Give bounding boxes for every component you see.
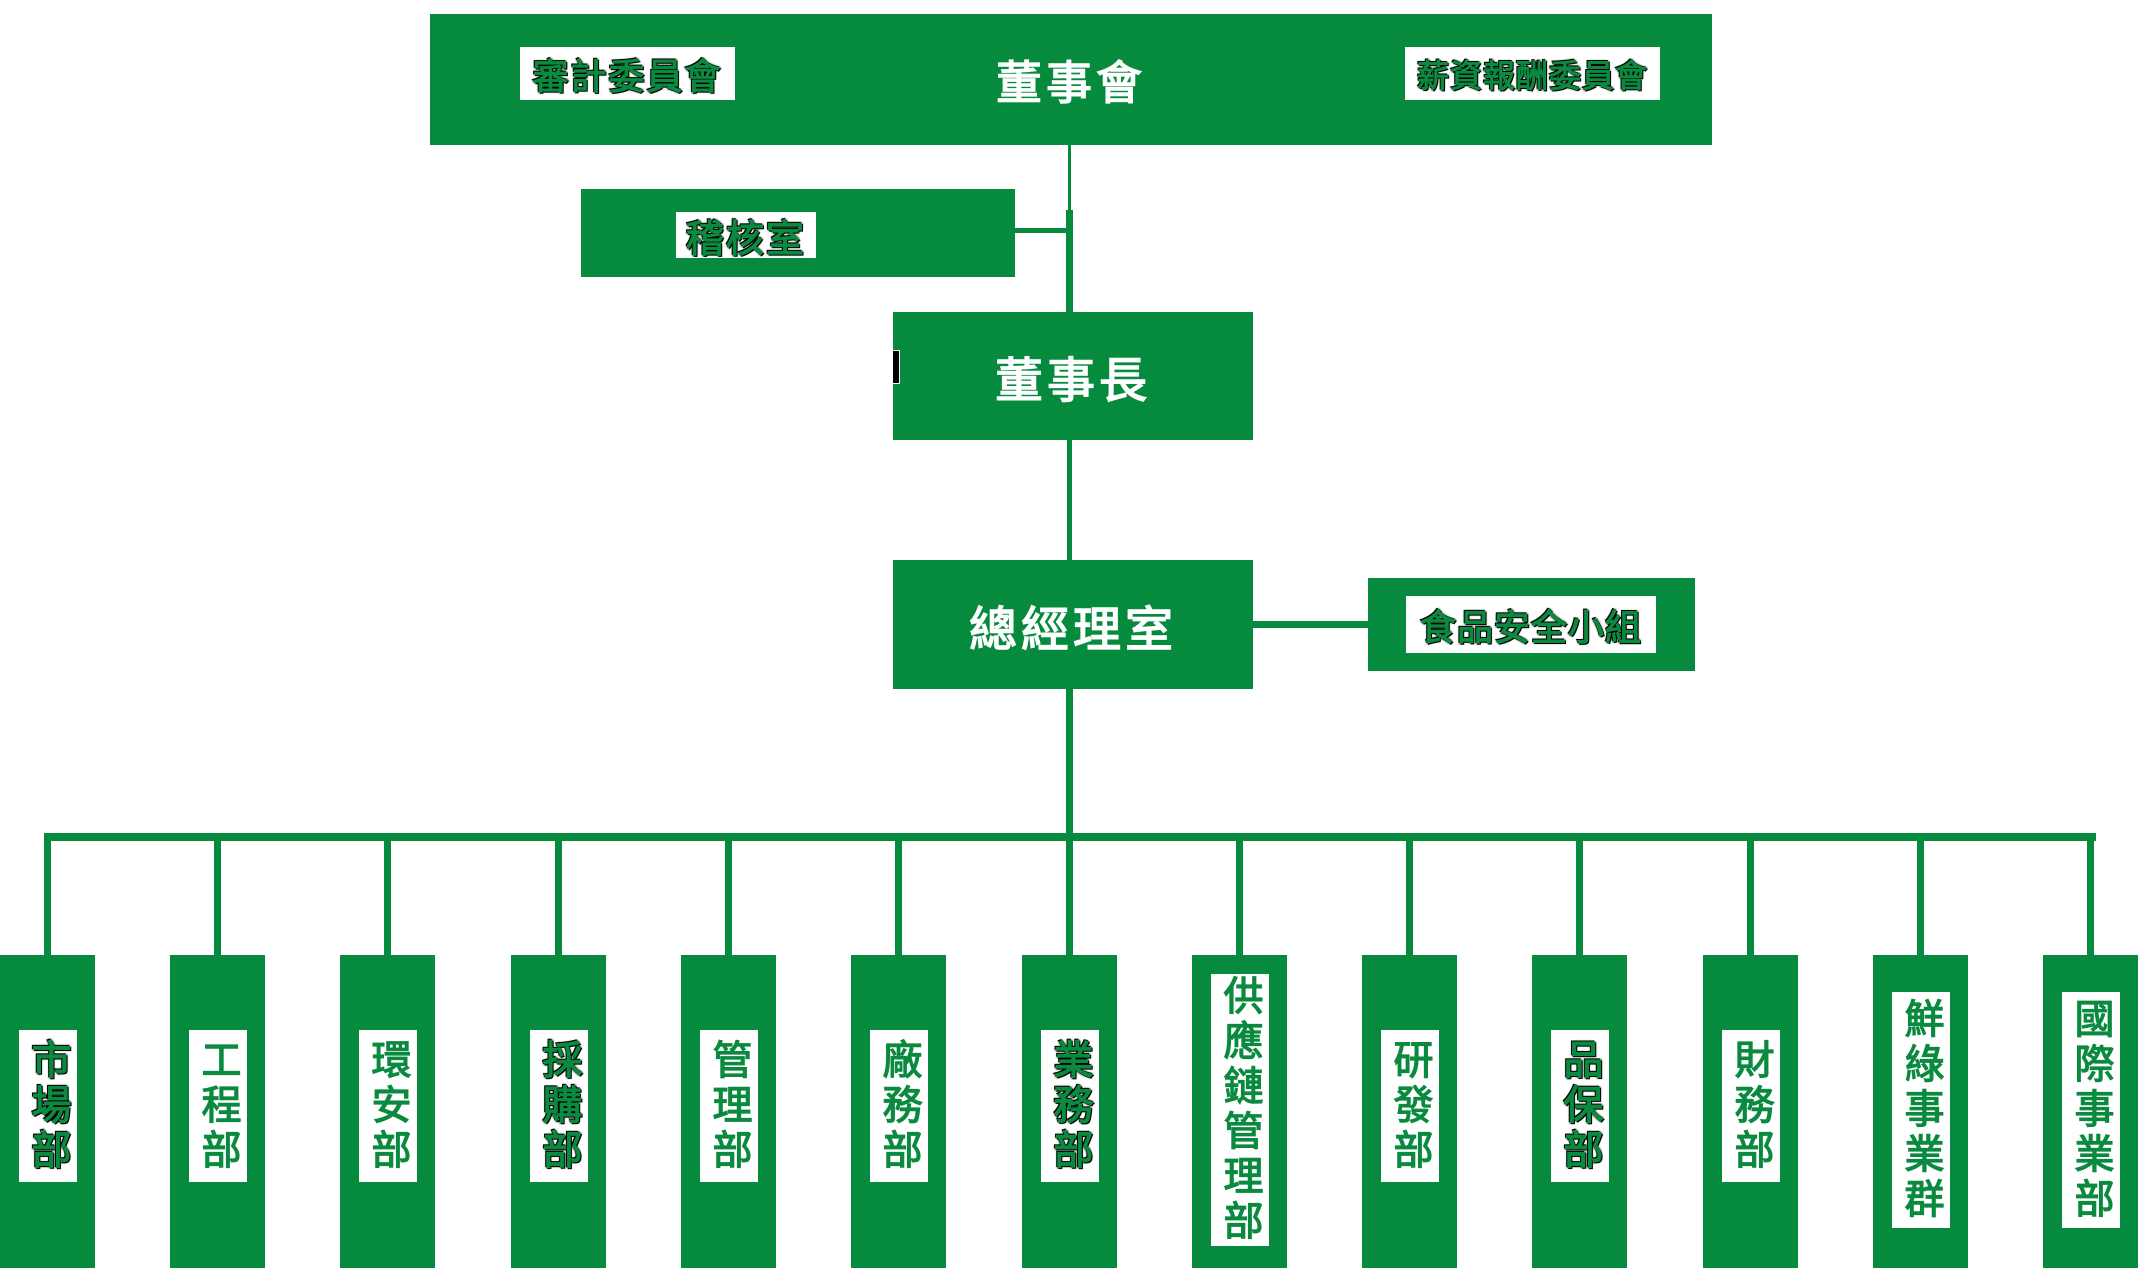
- clipped-label-fragment-mark: [893, 351, 899, 383]
- dept-stub: [2087, 841, 2094, 955]
- dept-label: 廠務部: [875, 1038, 922, 1174]
- dept-label: 財務部: [1727, 1038, 1774, 1174]
- dept-label: 鮮綠事業群: [1897, 997, 1944, 1223]
- dept-box-marketing: 市場部: [0, 955, 95, 1268]
- dept-box-quality-assurance: 品保部: [1532, 955, 1627, 1268]
- board-title: 董事會: [996, 55, 1146, 110]
- dept-stub: [1576, 841, 1583, 955]
- food-safety-connector: [1253, 621, 1368, 628]
- dept-label: 研發部: [1386, 1038, 1433, 1174]
- dept-box-supply-chain: 供應鏈管理部: [1192, 955, 1287, 1268]
- dept-stub: [1406, 841, 1413, 955]
- dept-box-engineering: 工程部: [170, 955, 265, 1268]
- dept-label: 工程部: [194, 1038, 241, 1174]
- dept-stub: [555, 841, 562, 955]
- dept-label: 供應鏈管理部: [1216, 975, 1263, 1245]
- chairman-gm-line: [1067, 440, 1072, 560]
- dept-stub: [1066, 841, 1073, 955]
- food-safety-box: 食品安全小組: [1368, 578, 1695, 671]
- gm-office-box: 總經理室: [893, 560, 1253, 689]
- dept-box-finance: 財務部: [1703, 955, 1798, 1268]
- audit-office-connector: [1015, 228, 1073, 233]
- board-bar: 審計委員會 董事會 薪資報酬委員會: [430, 14, 1712, 145]
- food-safety-label: 食品安全小組: [1406, 596, 1656, 653]
- audit-committee-label: 審計委員會: [520, 47, 735, 100]
- dept-label: 管理部: [705, 1038, 752, 1174]
- dept-box-plant-affairs: 廠務部: [851, 955, 946, 1268]
- gm-departments-line: [1066, 689, 1073, 833]
- dept-box-sales: 業務部: [1022, 955, 1117, 1268]
- dept-label: 市場部: [24, 1038, 71, 1174]
- audit-office-box: 稽核室: [581, 189, 1015, 277]
- dept-box-administration: 管理部: [681, 955, 776, 1268]
- dept-stub: [1236, 841, 1243, 955]
- compensation-committee-label: 薪資報酬委員會: [1405, 47, 1660, 100]
- board-chairman-line-thin: [1068, 145, 1071, 215]
- board-chairman-line-thick: [1066, 210, 1073, 312]
- dept-stub: [725, 841, 732, 955]
- dept-stub: [1747, 841, 1754, 955]
- dept-box-rnd: 研發部: [1362, 955, 1457, 1268]
- dept-label: 環安部: [364, 1038, 411, 1174]
- audit-office-label: 稽核室: [676, 212, 816, 261]
- dept-label: 業務部: [1046, 1038, 1093, 1174]
- distribution-line: [44, 833, 2096, 841]
- gm-office-title: 總經理室: [968, 601, 1177, 658]
- dept-box-procurement: 採購部: [511, 955, 606, 1268]
- dept-stub: [1917, 841, 1924, 955]
- dept-box-international-business: 國際事業部: [2043, 955, 2138, 1268]
- dept-stub: [895, 841, 902, 955]
- dept-stub: [384, 841, 391, 955]
- dept-label: 品保部: [1556, 1038, 1603, 1174]
- chairman-title: 董事長: [994, 353, 1151, 409]
- dept-label: 國際事業部: [2067, 997, 2114, 1223]
- chairman-box: 董事長: [893, 312, 1253, 440]
- dept-box-environment-safety: 環安部: [340, 955, 435, 1268]
- dept-stub: [214, 841, 221, 955]
- dept-stub: [44, 841, 51, 955]
- dept-label: 採購部: [535, 1038, 582, 1174]
- dept-box-freshgreen-business-group: 鮮綠事業群: [1873, 955, 1968, 1268]
